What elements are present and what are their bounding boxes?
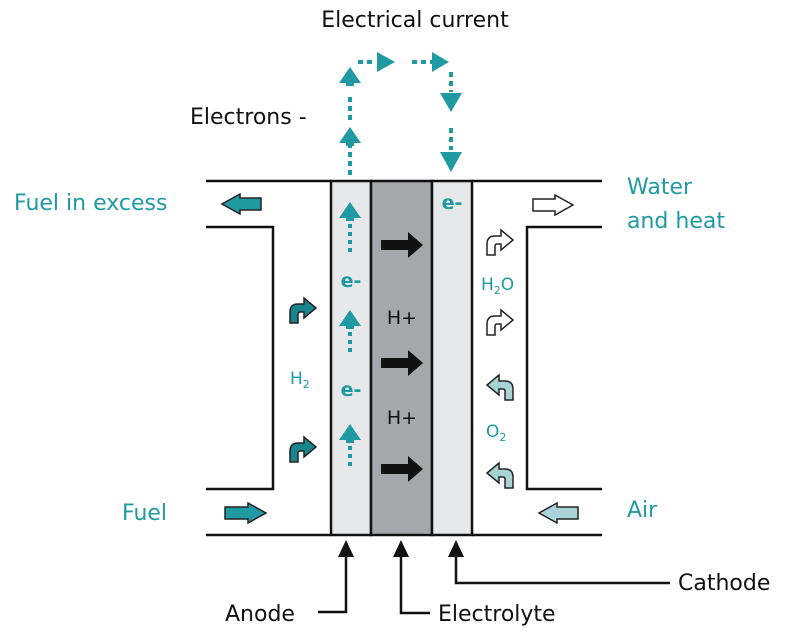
proton-arrows (381, 232, 423, 482)
fuel-label: Fuel (122, 501, 167, 526)
cathode-e-label: e- (442, 192, 463, 214)
cathode-label: Cathode (678, 571, 770, 596)
h2o-curved-arrows (486, 228, 515, 336)
electrical-current-label: Electrical current (321, 8, 509, 33)
anode-label: Anode (225, 602, 295, 627)
electrons-label: Electrons - (190, 105, 307, 130)
anode-e-label-2: e- (341, 379, 362, 401)
h2-curved-arrows (289, 296, 318, 463)
water-heat-arrow (532, 193, 575, 217)
o2-curved-arrows (485, 373, 514, 489)
electron-path (339, 52, 462, 175)
anode-electron-arrows (339, 202, 361, 470)
air-inlet-arrow (537, 501, 579, 525)
anode-e-label-1: e- (341, 270, 362, 292)
h2-label: H2 (290, 369, 310, 391)
electrolyte-label: Electrolyte (438, 602, 556, 627)
fuel-in-excess-label: Fuel in excess (14, 191, 167, 216)
and-heat-label: and heat (627, 209, 725, 234)
water-label: Water (627, 175, 693, 200)
channel-walls (206, 179, 602, 537)
o2-label: O2 (486, 422, 506, 444)
leader-lines (318, 540, 670, 615)
fuel-inlet-arrow (224, 501, 268, 525)
h-plus-label-1: H+ (387, 307, 417, 329)
fuel-excess-arrow (220, 192, 262, 216)
cathode-layer (430, 179, 474, 537)
h-plus-label-2: H+ (387, 407, 417, 429)
h2o-label: H2O (481, 275, 514, 297)
air-label: Air (627, 498, 658, 523)
